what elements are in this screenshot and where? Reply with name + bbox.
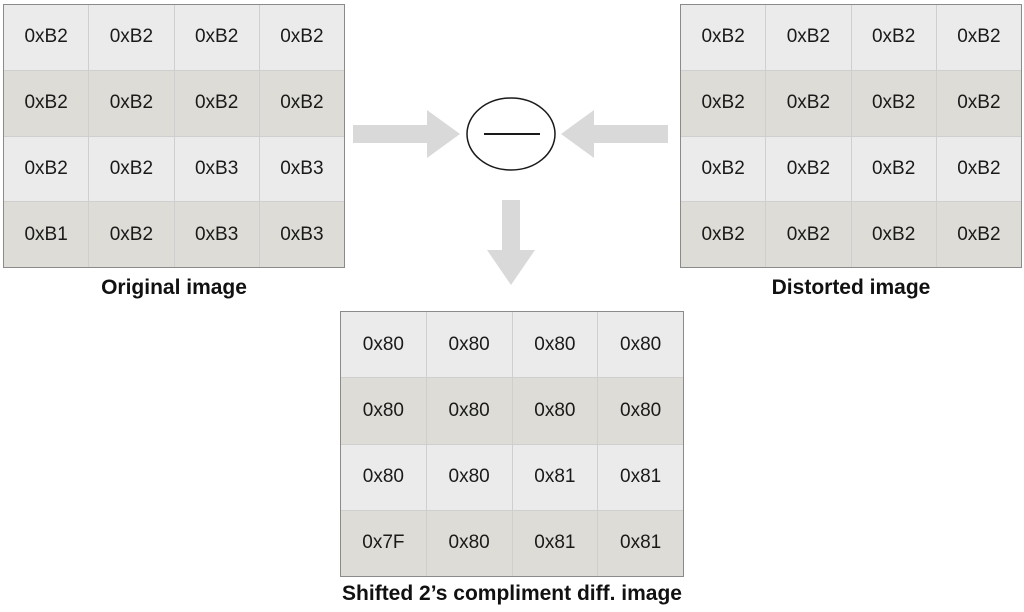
difference-pixel-cell: 0x80 bbox=[512, 312, 598, 378]
difference-pixel-cell: 0x81 bbox=[512, 444, 598, 510]
original-pixel-cell: 0xB2 bbox=[89, 5, 174, 70]
distorted-pixel-cell: 0xB2 bbox=[936, 202, 1021, 267]
original-pixel-cell: 0xB2 bbox=[89, 136, 174, 202]
distorted-pixel-cell: 0xB2 bbox=[851, 136, 936, 202]
original-pixel-cell: 0xB2 bbox=[174, 70, 259, 136]
distorted-pixel-cell: 0xB2 bbox=[681, 70, 766, 136]
distorted-pixel-cell: 0xB2 bbox=[766, 136, 851, 202]
original-image-caption: Original image bbox=[101, 276, 247, 299]
difference-pixel-cell: 0x80 bbox=[598, 312, 683, 378]
difference-pixel-cell: 0x81 bbox=[598, 444, 683, 510]
distorted-pixel-cell: 0xB2 bbox=[851, 202, 936, 267]
difference-pixel-cell: 0x80 bbox=[426, 510, 512, 576]
distorted-pixel-cell: 0xB2 bbox=[936, 70, 1021, 136]
distorted-pixel-cell: 0xB2 bbox=[851, 5, 936, 70]
original-pixel-cell: 0xB2 bbox=[174, 5, 259, 70]
distorted-image-caption: Distorted image bbox=[771, 276, 931, 299]
difference-pixel-cell: 0x80 bbox=[512, 378, 598, 444]
distorted-pixel-cell: 0xB2 bbox=[766, 5, 851, 70]
difference-image-caption: Shifted 2’s compliment diff. image bbox=[342, 582, 682, 605]
original-pixel-cell: 0xB3 bbox=[259, 202, 344, 267]
difference-pixel-cell: 0x81 bbox=[512, 510, 598, 576]
original-pixel-cell: 0xB3 bbox=[259, 136, 344, 202]
original-pixel-cell: 0xB3 bbox=[174, 202, 259, 267]
original-pixel-cell: 0xB2 bbox=[89, 202, 174, 267]
original-pixel-cell: 0xB2 bbox=[259, 5, 344, 70]
arrow-down-icon bbox=[487, 200, 535, 285]
difference-pixel-cell: 0x80 bbox=[426, 378, 512, 444]
original-pixel-cell: 0xB3 bbox=[174, 136, 259, 202]
original-pixel-cell: 0xB2 bbox=[89, 70, 174, 136]
original-pixel-cell: 0xB1 bbox=[4, 202, 89, 267]
distorted-pixel-cell: 0xB2 bbox=[681, 136, 766, 202]
difference-pixel-cell: 0x80 bbox=[598, 378, 683, 444]
original-pixel-cell: 0xB2 bbox=[259, 70, 344, 136]
difference-pixel-cell: 0x80 bbox=[341, 444, 426, 510]
distorted-pixel-cell: 0xB2 bbox=[936, 5, 1021, 70]
difference-pixel-cell: 0x80 bbox=[341, 312, 426, 378]
difference-pixel-cell: 0x80 bbox=[426, 444, 512, 510]
difference-pixel-cell: 0x81 bbox=[598, 510, 683, 576]
arrow-left-icon bbox=[561, 110, 668, 158]
minus-operator-icon bbox=[466, 97, 556, 171]
distorted-pixel-cell: 0xB2 bbox=[766, 202, 851, 267]
original-pixel-cell: 0xB2 bbox=[4, 136, 89, 202]
difference-pixel-cell: 0x80 bbox=[426, 312, 512, 378]
difference-pixel-cell: 0x80 bbox=[341, 378, 426, 444]
distorted-pixel-cell: 0xB2 bbox=[681, 202, 766, 267]
distorted-pixel-cell: 0xB2 bbox=[766, 70, 851, 136]
difference-pixel-cell: 0x7F bbox=[341, 510, 426, 576]
distorted-pixel-cell: 0xB2 bbox=[681, 5, 766, 70]
original-pixel-cell: 0xB2 bbox=[4, 70, 89, 136]
distorted-pixel-cell: 0xB2 bbox=[936, 136, 1021, 202]
distorted-pixel-cell: 0xB2 bbox=[851, 70, 936, 136]
original-pixel-cell: 0xB2 bbox=[4, 5, 89, 70]
arrow-right-icon bbox=[353, 110, 460, 158]
